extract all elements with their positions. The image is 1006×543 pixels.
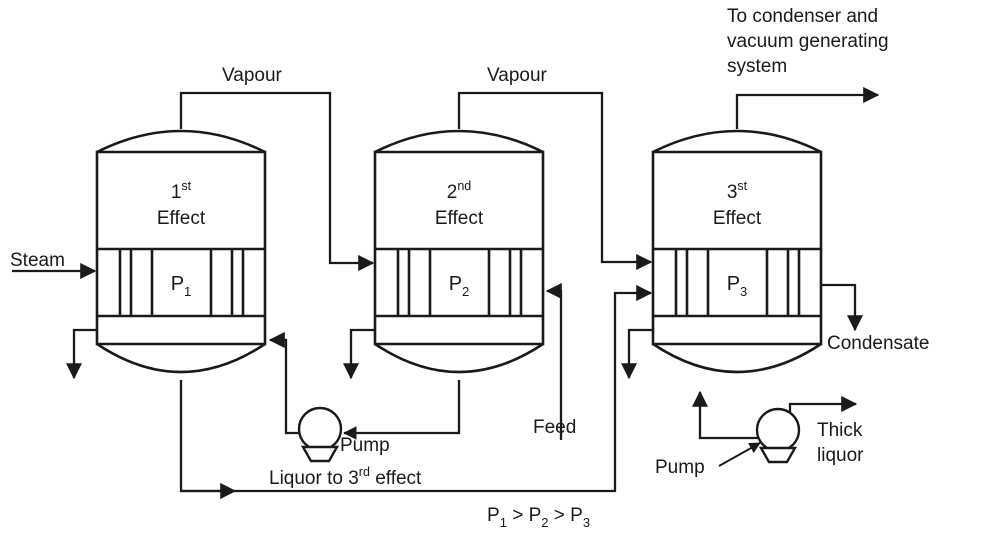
to-condenser-label-line1: To condenser and — [727, 6, 878, 27]
effect-3-pressure-label: P3 — [727, 273, 748, 299]
effect-3-tube-bundle — [674, 249, 801, 316]
thick-liquor-label-line2: liquor — [817, 445, 864, 466]
effect-1-pressure-label: P1 — [171, 273, 192, 299]
condensate-label: Condensate — [827, 333, 929, 354]
effect-3-bottom-dome — [652, 342, 822, 374]
pump-right-base — [758, 446, 798, 464]
condensate-outlet-pipe — [821, 283, 864, 332]
thick-liquor-outlet-pipe — [788, 395, 858, 418]
vapour-1-pipe — [179, 91, 375, 272]
effect-2-bottom-dome — [374, 342, 544, 374]
effect-2-pressure-label: P2 — [449, 273, 470, 299]
vapour-1-label: Vapour — [222, 65, 283, 86]
effect-2-subtitle: Effect — [435, 208, 484, 229]
pump-left-base — [300, 445, 340, 463]
effect2-to-pump-pipe — [342, 380, 461, 440]
pump-right-leader-line — [718, 442, 761, 467]
pump-left-casing[interactable] — [297, 406, 343, 452]
liquor-transfer-label: Liquor to 3rd effect — [269, 465, 422, 489]
effect-3-title: 3st — [727, 179, 748, 203]
thick-liquor-label-line1: Thick — [817, 420, 863, 441]
effect-2-vessel: 2nd Effect P2 — [373, 129, 545, 374]
effect-3-vessel: 3st Effect P3 — [651, 129, 823, 374]
pump-to-effect1-pipe — [268, 331, 305, 435]
condensate-drain-3-pipe — [620, 328, 653, 380]
steam-label: Steam — [10, 250, 65, 271]
effect-2-tube-bundle — [396, 249, 523, 316]
effect-2-top-dome — [374, 129, 544, 154]
pump-right[interactable] — [755, 407, 801, 464]
feed-label: Feed — [533, 417, 576, 438]
effect-1-vessel: 1st Effect P1 — [95, 129, 267, 374]
vapour-2-label: Vapour — [487, 65, 548, 86]
condensate-drain-2-pipe — [342, 328, 375, 380]
effect3-to-pump-pipe — [691, 390, 766, 440]
effect-1-top-dome — [96, 129, 266, 154]
to-condenser-label-line3: system — [727, 56, 787, 77]
effect-2-title: 2nd — [447, 179, 472, 203]
pump-left-label: Pump — [340, 435, 390, 456]
to-condenser-label-line2: vacuum generating — [727, 31, 889, 52]
pump-right-casing[interactable] — [755, 407, 801, 453]
pump-right-label: Pump — [655, 457, 705, 478]
condensate-drain-1-pipe — [65, 328, 97, 380]
to-condenser-pipe — [735, 86, 880, 129]
pressure-relation-label: P1 > P2 > P3 — [487, 505, 590, 530]
liquor-to-third-effect-pipe — [179, 284, 653, 493]
vapour-2-pipe — [457, 91, 653, 271]
feed-pipe — [545, 282, 563, 440]
effect-1-subtitle: Effect — [157, 208, 206, 229]
effect-1-tube-bundle — [118, 249, 245, 316]
effect-3-subtitle: Effect — [713, 208, 762, 229]
effect-1-title: 1st — [171, 179, 192, 203]
effect-3-top-dome — [652, 129, 822, 154]
effect-1-bottom-dome — [96, 342, 266, 374]
pump-left[interactable] — [297, 406, 343, 463]
